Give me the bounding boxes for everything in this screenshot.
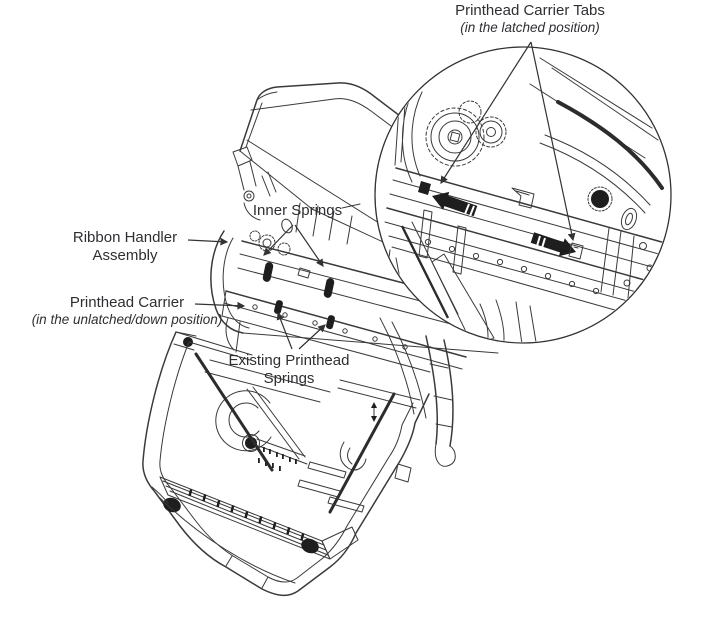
callout-title-line2: Springs — [263, 370, 315, 387]
callout-inner-springs: Inner Springs — [245, 202, 350, 220]
leader-printhead-carrier — [194, 301, 246, 310]
printhead-spring — [274, 300, 283, 315]
callout-note: (in the unlatched/down position) — [31, 312, 223, 327]
callout-printhead-carrier: Printhead Carrier (in the unlatched/down… — [18, 294, 236, 327]
platen-bushing — [301, 538, 319, 554]
callout-title-line2: Assembly — [92, 247, 158, 264]
gear-icon — [425, 100, 507, 167]
platen-ribs — [188, 489, 305, 541]
callout-note: (in the latched position) — [460, 20, 600, 35]
callout-title-line1: Existing Printhead — [228, 352, 350, 369]
guide-rack-teeth — [258, 447, 297, 471]
leader-printhead-carrier-tabs — [440, 41, 576, 242]
leader-existing-printhead-springs — [276, 311, 326, 350]
printhead-carrier-art — [173, 290, 467, 373]
media-direction-arrow-icon — [371, 402, 377, 422]
callout-existing-printhead-springs: Existing Printhead Springs — [209, 352, 369, 388]
printer-lid — [232, 82, 463, 249]
carrier-screw-holes — [424, 238, 600, 295]
callout-title: Inner Springs — [252, 202, 343, 219]
slide-right-arrow-icon — [530, 232, 576, 257]
callout-ribbon-handler-assembly: Ribbon Handler Assembly — [50, 229, 200, 265]
leader-inner-springs — [263, 224, 324, 267]
callout-printhead-carrier-tabs: Printhead Carrier Tabs (in the latched p… — [410, 2, 650, 35]
carrier-tab-right — [568, 242, 584, 260]
platen-gear — [163, 497, 181, 513]
leader-lines — [187, 41, 576, 350]
carrier-tab-left — [418, 181, 431, 195]
magnified-detail-circle — [374, 46, 672, 344]
callout-title: Printhead Carrier Tabs — [455, 2, 605, 19]
callout-title-line1: Ribbon Handler — [72, 229, 178, 246]
hinge-arm — [379, 317, 456, 467]
printhead-spring — [326, 315, 335, 330]
inner-spring — [323, 278, 335, 298]
leader-ribbon-handler-assembly — [187, 237, 229, 246]
callout-title: Printhead Carrier — [69, 294, 185, 311]
printer-base — [142, 331, 430, 597]
inner-spring — [262, 262, 274, 282]
